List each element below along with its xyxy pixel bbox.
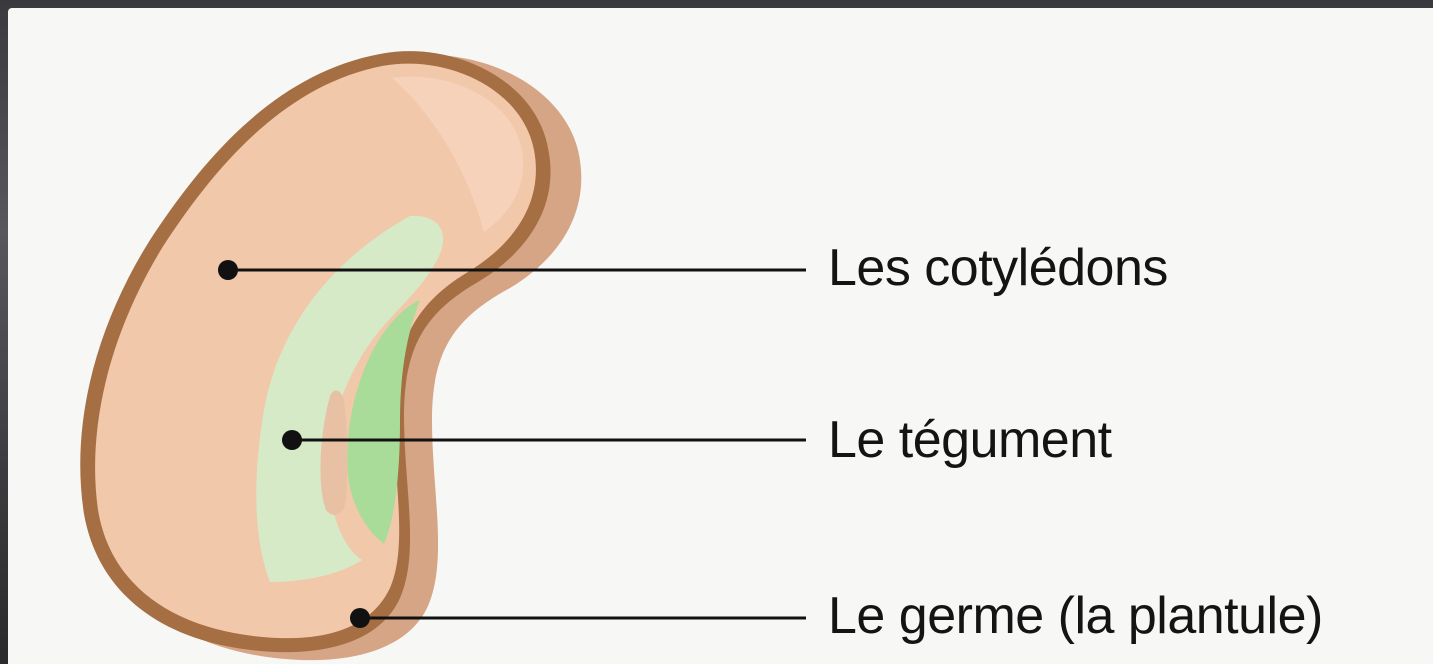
label-germe: Le germe (la plantule) xyxy=(828,590,1323,642)
label-tegument: Le tégument xyxy=(828,414,1112,466)
pointer-dot-cotyledons xyxy=(218,260,238,280)
pointer-dot-tegument xyxy=(282,430,302,450)
label-cotyledons: Les cotylédons xyxy=(828,242,1168,294)
pointer-dot-germe xyxy=(350,608,370,628)
